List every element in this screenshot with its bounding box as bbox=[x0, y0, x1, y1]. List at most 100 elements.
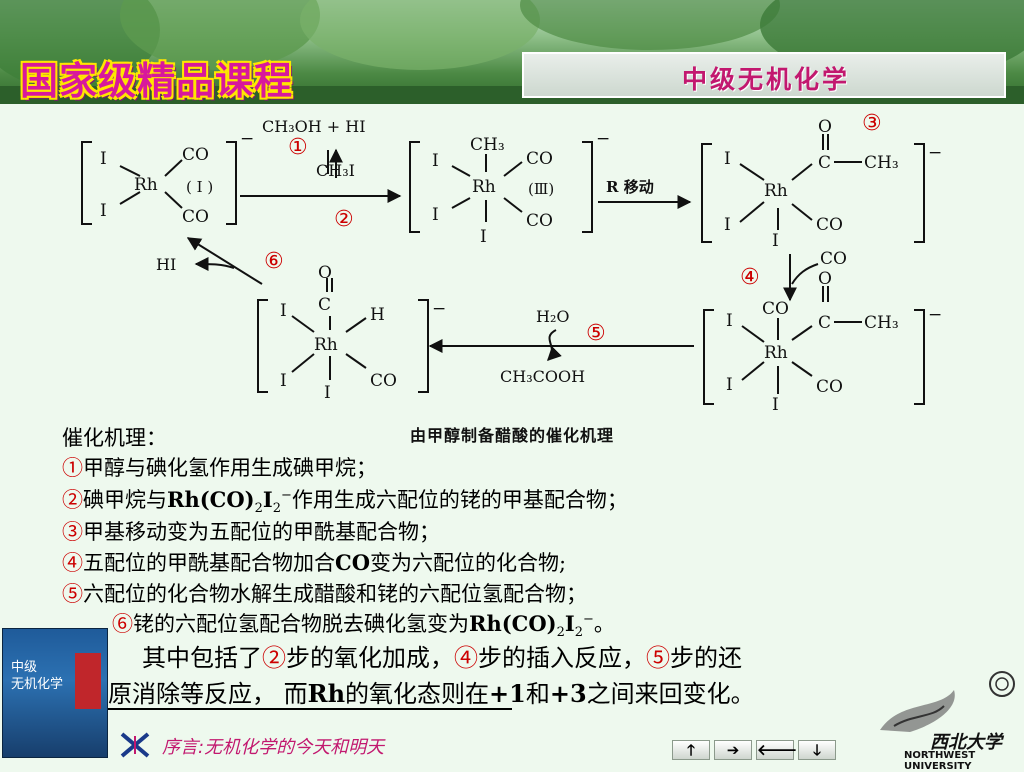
formula-subscript: 2 bbox=[254, 501, 263, 517]
step-4-marker: ④ bbox=[740, 265, 760, 290]
step-2-marker: ② bbox=[262, 644, 286, 672]
oxidation-plus-3: +3 bbox=[549, 679, 587, 708]
ligand-co: CO bbox=[370, 371, 397, 391]
step-3-text: 甲基移动变为五配位的甲酰基配合物； bbox=[83, 520, 440, 544]
acyl-oxygen: O bbox=[818, 269, 832, 289]
ligand-i: I bbox=[726, 311, 733, 331]
summary-text: 和 bbox=[525, 680, 550, 708]
formula-subscript: 2 bbox=[574, 625, 583, 641]
summary-text: 步的插入反应， bbox=[478, 644, 646, 672]
step-2-text-end: 作用生成六配位的铑的甲基配合物； bbox=[291, 488, 628, 512]
ligand-i: I bbox=[480, 227, 487, 247]
ligand-i: I bbox=[724, 149, 731, 169]
step-5-text: 六配位的化合物水解生成醋酸和铑的六配位氢配合物； bbox=[83, 582, 587, 606]
formula-iodine: I bbox=[564, 611, 575, 636]
summary-line-2: 原消除等反应， 而Rh的氧化态则在+1和+3之间来回变化。 bbox=[108, 674, 755, 709]
nav-next-button[interactable]: ➔ bbox=[714, 740, 752, 760]
ligand-co: CO bbox=[816, 377, 843, 397]
nav-down-button[interactable]: 🡓 bbox=[798, 740, 836, 760]
step-1-marker: ① bbox=[62, 456, 83, 480]
ligand-co: CO bbox=[526, 211, 553, 231]
ligand-co: CO bbox=[182, 207, 209, 227]
rhodium-center: Rh bbox=[314, 335, 338, 355]
ligand-i: I bbox=[324, 383, 331, 403]
summary-line-1: 其中包括了②步的氧化加成，④步的插入反应，⑤步的还 bbox=[142, 638, 742, 673]
step-4-marker: ④ bbox=[454, 644, 478, 672]
summary-text: 步的还 bbox=[670, 644, 742, 672]
summary-text: 原消除等反应， 而 bbox=[108, 680, 308, 708]
step-2-marker: ② bbox=[62, 488, 83, 512]
mechanism-heading: 催化机理： bbox=[62, 426, 167, 450]
rhodium-symbol: Rh bbox=[307, 679, 346, 708]
mechanism-step-4: ④五配位的甲酰基配合物加合CO变为六配位的化合物; bbox=[62, 547, 566, 577]
mechanism-step-1: ①甲醇与碘化氢作用生成碘甲烷； bbox=[62, 452, 377, 482]
header-banner-image bbox=[0, 0, 1024, 104]
rhodium-formula: Rh(CO) bbox=[167, 487, 255, 512]
mechanism-step-2: ②碘甲烷与Rh(CO)2I2−作用生成六配位的铑的甲基配合物； bbox=[62, 484, 628, 516]
product-acetic-acid: CH₃COOH bbox=[500, 367, 585, 386]
summary-text: 的氧化态则在 bbox=[345, 680, 490, 708]
step-2-text: 碘甲烷与 bbox=[83, 488, 167, 512]
formula-charge: − bbox=[583, 612, 594, 627]
course-name-text: 中级无机化学 bbox=[681, 65, 850, 94]
textbook-cover-image: 中级 无机化学 bbox=[2, 628, 108, 758]
ligand-ch3: CH₃ bbox=[864, 153, 899, 173]
university-logo bbox=[880, 671, 1015, 732]
ligand-h: H bbox=[370, 305, 385, 325]
acyl-carbon: C bbox=[818, 153, 831, 173]
nav-up-button[interactable]: 🡑 bbox=[672, 740, 710, 760]
oxidation-plus-1: +1 bbox=[489, 679, 526, 708]
charge-minus: − bbox=[928, 143, 942, 163]
summary-text: 其中包括了 bbox=[142, 644, 262, 672]
summary-underline bbox=[108, 708, 512, 710]
ligand-i: I bbox=[772, 231, 779, 251]
ligand-i: I bbox=[432, 205, 439, 225]
catalytic-cycle-diagram: I I Rh CO CO ( I ) − CH₃OH + HI CH₃I ① ②… bbox=[81, 111, 942, 415]
charge-minus: − bbox=[432, 299, 446, 319]
book-cover-accent bbox=[75, 653, 101, 709]
ligand-i: I bbox=[772, 395, 779, 415]
preface-link[interactable]: 序言:无机化学的今天和明天 bbox=[162, 737, 385, 758]
step-6-marker: ⑥ bbox=[112, 612, 133, 636]
rhodium-center: Rh bbox=[472, 177, 496, 197]
co-formula: CO bbox=[335, 550, 371, 575]
rhodium-center: Rh bbox=[764, 343, 788, 363]
nav-prev-button[interactable]: 🡐 bbox=[756, 740, 798, 760]
bookmark-icon[interactable] bbox=[120, 732, 150, 758]
mechanism-step-5: ⑤六配位的化合物水解生成醋酸和铑的六配位氢配合物； bbox=[62, 578, 587, 608]
summary-text: 步的氧化加成， bbox=[286, 644, 454, 672]
step-6-text-end: 。 bbox=[593, 612, 615, 636]
reagent-methyl-iodide: CH₃I bbox=[316, 161, 355, 180]
ligand-ch3: CH₃ bbox=[864, 313, 899, 333]
course-name-banner: 中级无机化学 bbox=[522, 52, 1006, 98]
formula-iodine: I bbox=[262, 487, 273, 512]
ligand-co: CO bbox=[182, 145, 209, 165]
diagram-caption: 由甲醇制备醋酸的催化机理 bbox=[410, 426, 615, 445]
summary-text: 之间来回变化。 bbox=[586, 680, 755, 708]
step-4-text: 五配位的甲酰基配合物加合 bbox=[83, 551, 335, 575]
step-3-marker: ③ bbox=[862, 111, 882, 136]
ligand-i: I bbox=[100, 201, 107, 221]
acyl-carbon: C bbox=[818, 313, 831, 333]
step-5-marker: ⑤ bbox=[646, 644, 670, 672]
step-1-text: 甲醇与碘化氢作用生成碘甲烷； bbox=[83, 456, 377, 480]
step-3-marker: ③ bbox=[62, 520, 83, 544]
step-6-marker: ⑥ bbox=[264, 249, 284, 274]
reagent-water: H₂O bbox=[536, 307, 569, 326]
rhodium-center: Rh bbox=[134, 175, 158, 195]
step-2-marker: ② bbox=[334, 207, 354, 232]
slide-navigation: 🡑 ➔ 🡐 🡓 bbox=[672, 740, 840, 762]
ligand-co: CO bbox=[526, 149, 553, 169]
step-4-text-end: 变为六配位的化合物; bbox=[370, 551, 567, 575]
ligand-i: I bbox=[280, 301, 287, 321]
charge-minus: − bbox=[928, 305, 942, 325]
book-title: 中级 无机化学 bbox=[11, 660, 64, 692]
formula-charge: − bbox=[281, 488, 292, 503]
slide-body bbox=[0, 104, 1024, 768]
ligand-co: CO bbox=[762, 299, 789, 319]
ligand-i: I bbox=[432, 151, 439, 171]
step-5-marker: ⑤ bbox=[62, 582, 83, 606]
ligand-i: I bbox=[100, 149, 107, 169]
step-5-marker: ⑤ bbox=[586, 321, 606, 346]
university-name-en: NORTHWEST UNIVERSITY bbox=[904, 750, 976, 772]
